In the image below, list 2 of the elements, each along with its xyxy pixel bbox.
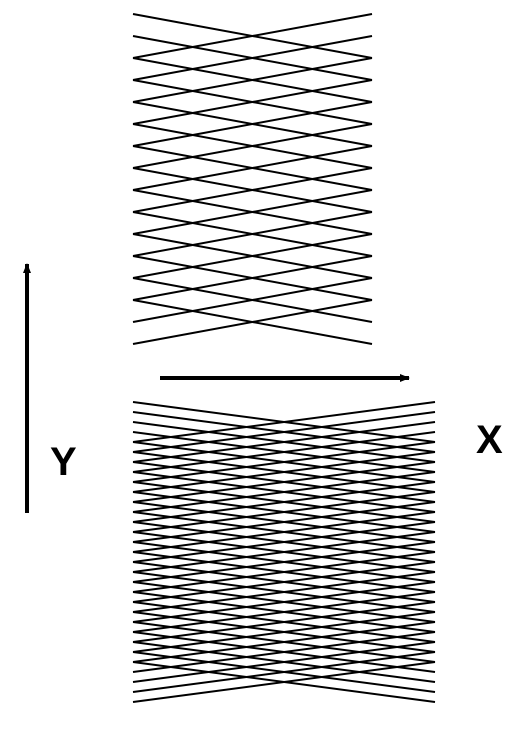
axis-label: X <box>476 420 503 460</box>
axis-label: Y <box>50 442 77 482</box>
